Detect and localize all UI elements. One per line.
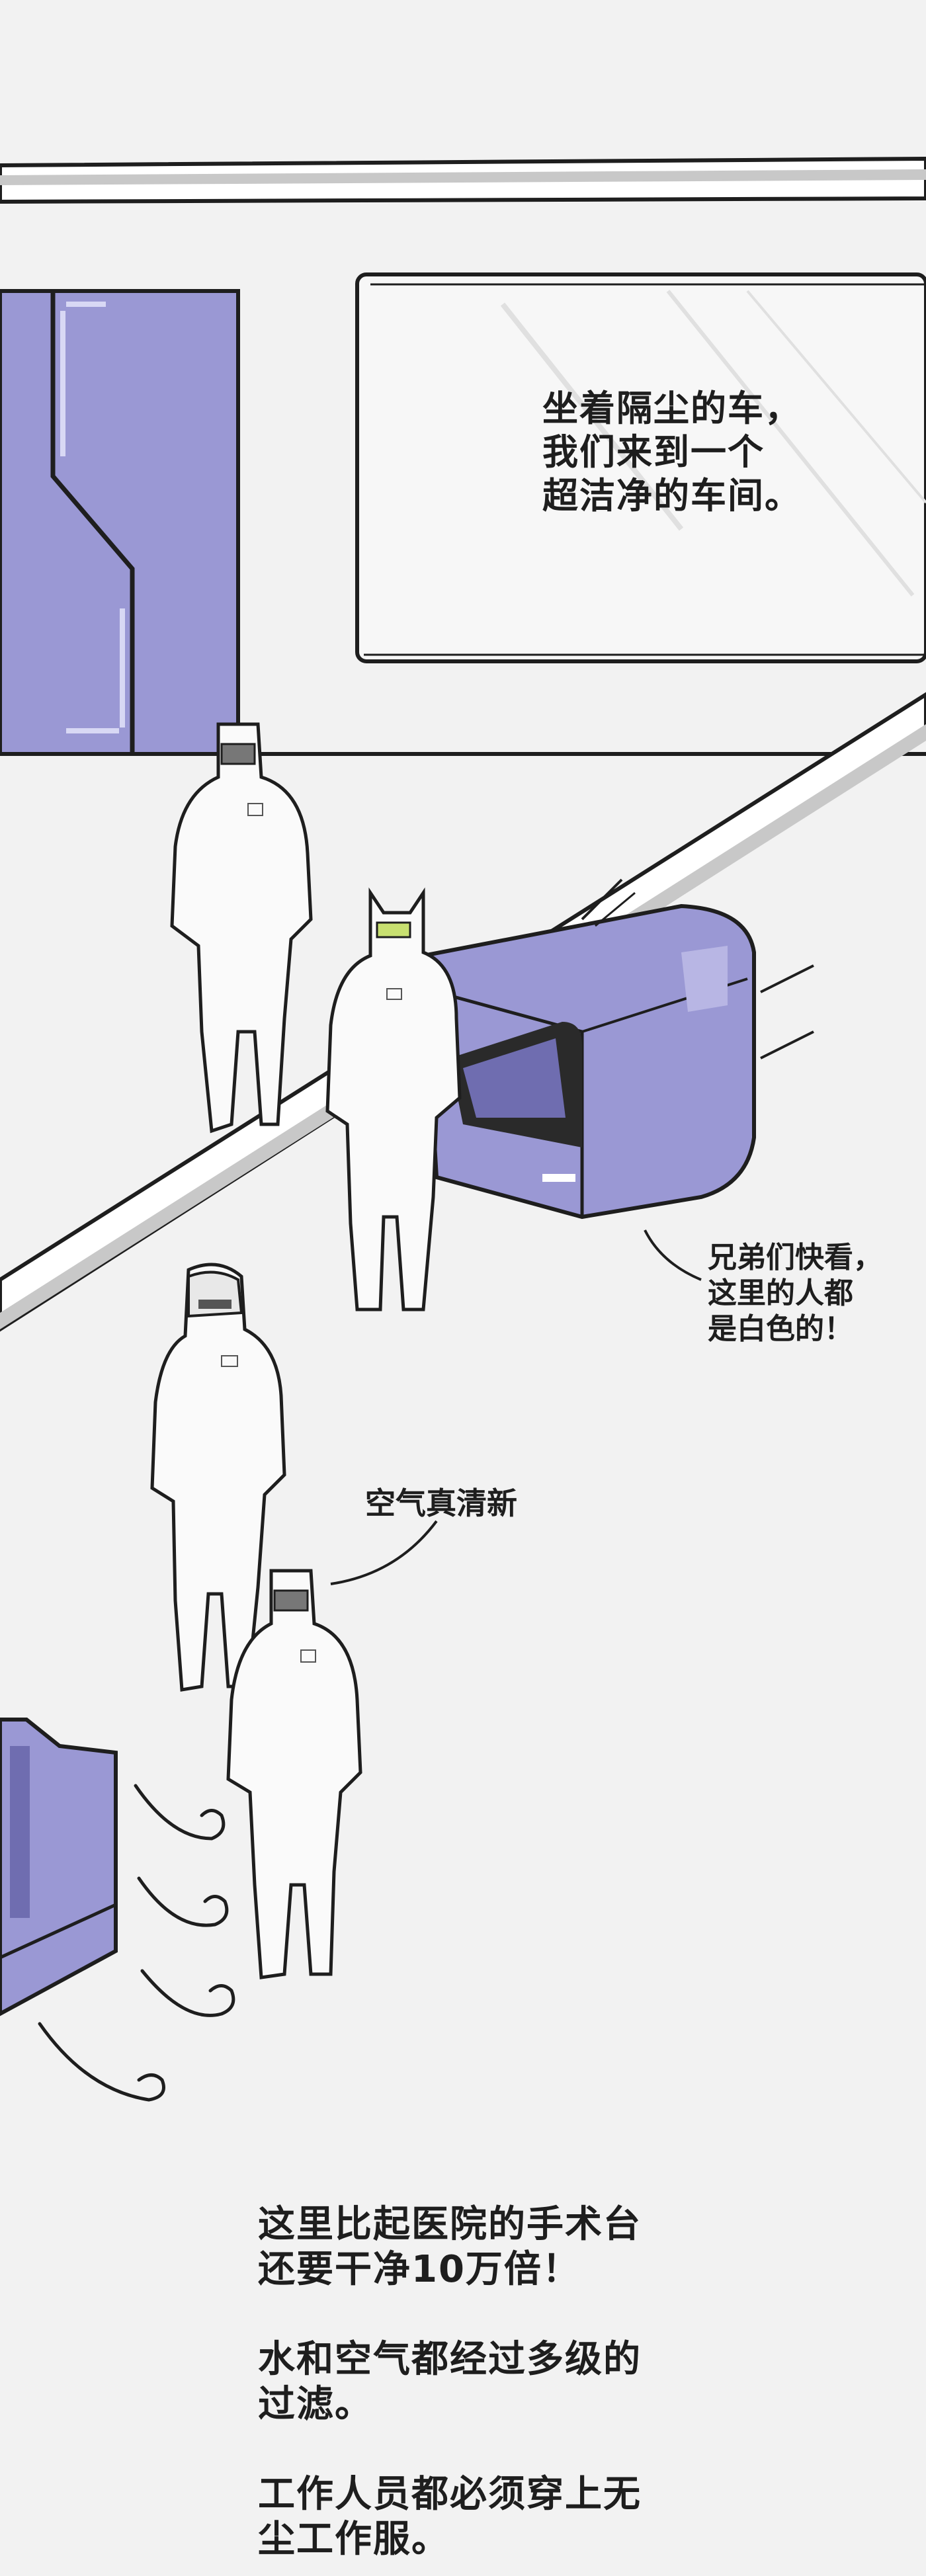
caption-bottom: 这里比起医院的手术台 还要干净10万倍！ 水和空气都经过多级的 过滤。 工作人员…: [258, 2202, 642, 2562]
caption-line: 我们来到一个: [542, 431, 765, 473]
cat-eared-worker: [325, 887, 462, 1311]
ceiling-beam: [0, 156, 926, 204]
wind-swirl-icon: [38, 1784, 235, 2102]
speech-pointer-siblings: [644, 1229, 702, 1281]
speech-line: 是白色的！: [708, 1312, 853, 1346]
speech-air: 空气真清新: [365, 1485, 517, 1522]
caption-line: 工作人员都必须穿上无: [258, 2473, 642, 2516]
cleanroom-worker: [226, 1569, 362, 1979]
trooper-helmet-worker: [150, 1263, 286, 1692]
caption-line: 过滤。: [258, 2383, 373, 2426]
caption-top: 坐着隔尘的车， 我们来到一个 超洁净的车间。: [542, 387, 802, 518]
speech-line: 兄弟们快看，: [708, 1241, 882, 1274]
purple-door-panel: [0, 289, 240, 756]
speech-line: 这里的人都: [708, 1276, 853, 1310]
speech-pointer-air: [330, 1520, 438, 1585]
caption-line: 水和空气都经过多级的: [258, 2338, 642, 2381]
caption-line: 超洁净的车间。: [542, 475, 802, 517]
speech-siblings: 兄弟们快看， 这里的人都 是白色的！: [708, 1240, 882, 1347]
cleanroom-worker: [170, 722, 313, 1134]
window-panel: [355, 272, 926, 663]
caption-line: 这里比起医院的手术台: [258, 2203, 642, 2246]
air-vent-icon: [0, 1718, 118, 2016]
caption-line: 坐着隔尘的车，: [542, 388, 802, 429]
caption-line: 尘工作服。: [258, 2518, 450, 2561]
cleanroom-vehicle-icon: [421, 878, 814, 1220]
speech-line: 空气真清新: [365, 1485, 517, 1521]
caption-line: 还要干净10万倍！: [258, 2248, 581, 2291]
